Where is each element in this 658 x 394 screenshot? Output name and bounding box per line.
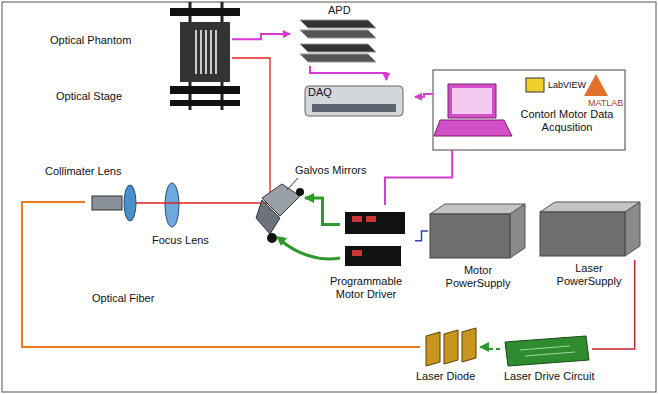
laptop	[433, 70, 625, 150]
component: Programmable Motor Driver	[340, 205, 415, 270]
component: Laser Drive Circuit	[500, 330, 592, 368]
lenses	[92, 183, 179, 227]
component: Focus Lens	[160, 180, 185, 230]
drive-circuit	[505, 336, 589, 366]
text-label: LabVIEW	[548, 80, 586, 90]
component: Galvos Mirrors	[255, 180, 305, 240]
component-label: Programmable Motor Driver	[318, 275, 414, 300]
connector	[310, 66, 386, 80]
component-label: Galvos Mirrors	[295, 164, 367, 177]
connector	[385, 150, 452, 205]
optical-stage	[170, 2, 240, 110]
component: DAQ	[300, 80, 415, 122]
connector	[415, 231, 428, 241]
component: Motor PowerSupply	[428, 200, 528, 262]
component-label: Laser PowerSupply	[544, 262, 634, 287]
connector	[415, 94, 433, 97]
apd-detectors	[300, 20, 376, 62]
component: Contorl Motor Data Acqusition	[433, 70, 625, 150]
component-label: Contorl Motor Data Acqusition	[513, 108, 621, 133]
component-label: Focus Lens	[152, 234, 209, 247]
connector	[305, 198, 340, 225]
motor-driver	[345, 212, 405, 266]
text-label: Optical Stage	[56, 90, 122, 103]
component-label: Laser Drive Circuit	[504, 370, 594, 383]
component: Laser PowerSupply	[538, 198, 642, 260]
daq-device	[305, 86, 403, 116]
component: Collimater Lens	[85, 185, 140, 223]
component: Optical Phantom	[176, 20, 232, 84]
connector-label: Optical Fiber	[90, 292, 156, 305]
component-label: APD	[328, 4, 351, 17]
connector	[480, 347, 500, 349]
laser-beam	[136, 58, 270, 203]
text-label: MATLAB	[588, 98, 623, 108]
connector	[232, 34, 290, 39]
component-label: Optical Phantom	[50, 34, 131, 47]
component: Laser Diode	[420, 326, 480, 368]
component-label: Laser Diode	[416, 370, 475, 383]
laser-diode	[426, 328, 476, 366]
component: APD	[290, 2, 390, 66]
power-supplies	[430, 202, 640, 258]
connector	[22, 202, 420, 347]
component-label: DAQ	[308, 86, 332, 99]
galvo-mirrors	[256, 178, 340, 259]
component-label: Collimater Lens	[45, 165, 121, 178]
component-label: Motor PowerSupply	[438, 264, 518, 289]
